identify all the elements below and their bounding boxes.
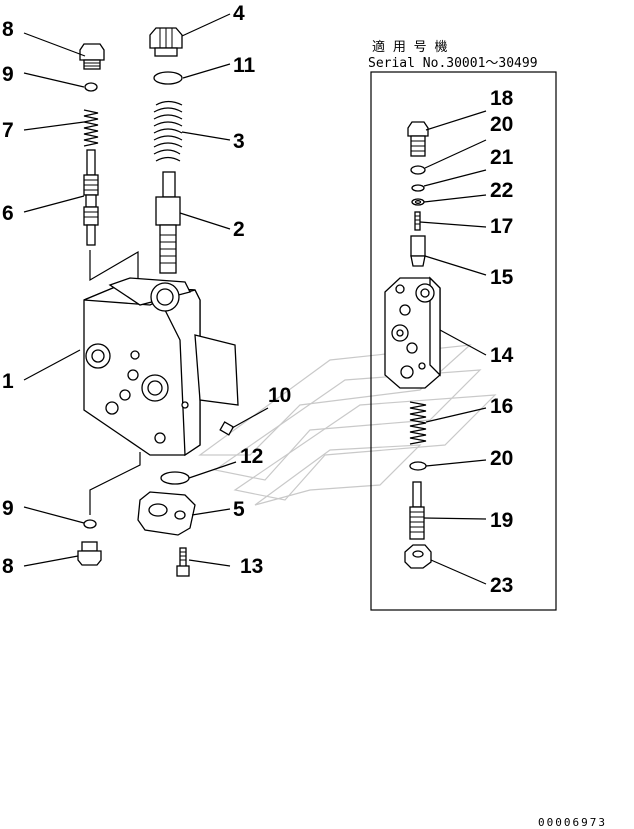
- part-12-o-ring: [160, 471, 190, 485]
- callout-7: 7: [2, 119, 14, 142]
- callout-21: 21: [490, 146, 514, 169]
- part-15-plug: [410, 235, 426, 267]
- callout-23: 23: [490, 574, 513, 597]
- part-7-spring: [83, 109, 99, 147]
- callout-20-top: 20: [490, 113, 513, 136]
- callout-10: 10: [268, 384, 291, 407]
- callout-6: 6: [2, 202, 14, 225]
- part-9-ball-bottom: [83, 519, 97, 529]
- callout-11: 11: [233, 54, 256, 77]
- callout-12: 12: [240, 445, 263, 468]
- callout-22: 22: [490, 179, 513, 202]
- part-20-o-ring-top: [410, 165, 426, 175]
- callout-13: 13: [240, 555, 263, 578]
- part-2-piston: [155, 171, 181, 274]
- part-1-valve-block: [83, 277, 239, 457]
- callout-20-bottom: 20: [490, 447, 513, 470]
- part-18-fitting: [407, 121, 429, 157]
- part-11-o-ring: [153, 71, 183, 85]
- callout-19: 19: [490, 509, 513, 532]
- applicability-serial: Serial No.30001～30499: [368, 56, 538, 71]
- part-8-plug-bottom: [77, 541, 102, 566]
- callout-15: 15: [490, 266, 514, 289]
- part-22-washer: [411, 198, 425, 206]
- callout-2: 2: [233, 218, 245, 241]
- part-5-flange: [137, 491, 196, 536]
- callout-3: 3: [233, 130, 245, 153]
- part-14-valve-body: [384, 276, 441, 389]
- part-20-o-ring-bottom: [409, 461, 427, 471]
- part-16-spring: [409, 401, 427, 445]
- assembly-line-bottom: [89, 452, 141, 515]
- applicability-japanese: 適 用 号 機: [372, 39, 447, 55]
- callout-1: 1: [2, 370, 14, 393]
- callout-18: 18: [490, 87, 514, 110]
- part-13-bolt: [176, 547, 190, 577]
- callout-17: 17: [490, 215, 513, 238]
- callout-9-top: 9: [2, 63, 14, 86]
- part-9-ball-top: [84, 82, 98, 92]
- part-21-ring: [411, 184, 425, 192]
- part-6-spool: [83, 149, 99, 246]
- callout-9-bottom: 9: [2, 497, 14, 520]
- part-4-plug: [149, 27, 183, 57]
- leader-lines: [23, 13, 487, 585]
- serial-variant-box: [370, 71, 557, 611]
- callout-4: 4: [233, 2, 245, 25]
- callout-14: 14: [490, 344, 514, 367]
- callout-8-top: 8: [2, 18, 14, 41]
- part-8-plug-top: [79, 43, 105, 70]
- part-23-nut: [404, 544, 432, 569]
- part-3-spring: [153, 100, 183, 162]
- assembly-line-top: [89, 250, 139, 298]
- part-17-pin: [414, 211, 421, 231]
- watermark-logo: [198, 344, 497, 506]
- part-19-screw: [409, 481, 425, 540]
- drawing-code: 00006973: [538, 816, 607, 829]
- part-10-plug: [219, 421, 235, 436]
- callout-8-bottom: 8: [2, 555, 14, 578]
- callout-5: 5: [233, 498, 245, 521]
- callout-16: 16: [490, 395, 513, 418]
